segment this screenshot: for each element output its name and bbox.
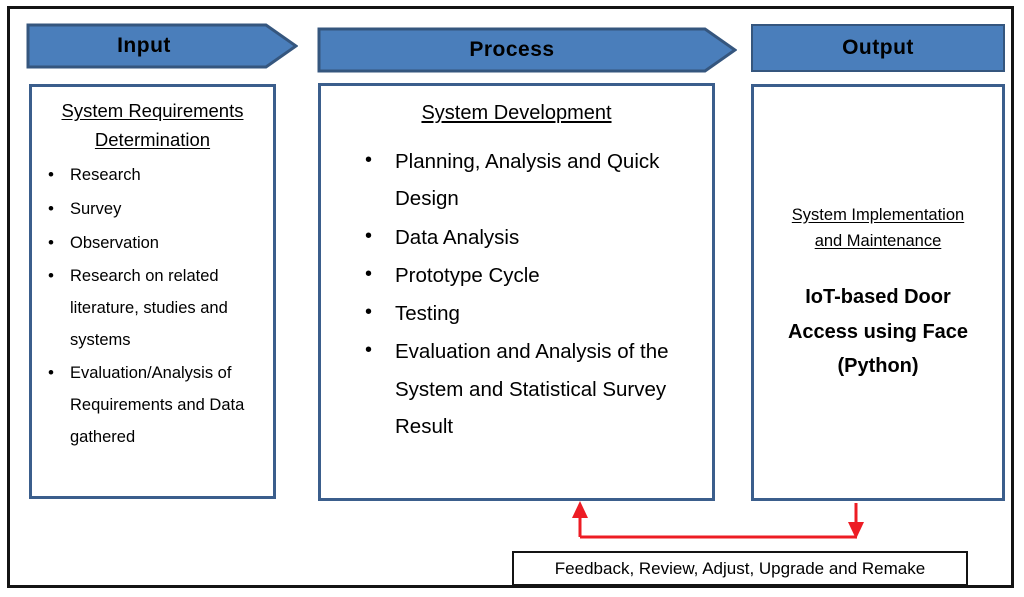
output-title-line1: IoT-based Door <box>805 286 951 309</box>
output-subheading: System Implementation and Maintenance <box>766 202 990 255</box>
process-content-box: System Development Planning, Analysis an… <box>318 83 715 501</box>
list-item: Research on related literature, studies … <box>40 260 265 356</box>
output-title-line3: (Python) <box>837 355 919 378</box>
input-heading-line2: Determination <box>94 128 211 150</box>
input-bullet-list: Research Survey Observation Research on … <box>40 159 265 453</box>
output-content-box: System Implementation and Maintenance Io… <box>751 84 1005 501</box>
list-item: Prototype Cycle <box>359 256 702 294</box>
outer-frame-border <box>7 6 1014 588</box>
output-subheading-line2: and Maintenance <box>814 231 942 250</box>
list-item: Evaluation/Analysis of Requirements and … <box>40 357 265 453</box>
list-item: Planning, Analysis and Quick Design <box>359 142 702 218</box>
process-heading: System Development <box>331 98 702 129</box>
banner-output-label: Output <box>842 36 914 59</box>
list-item: Observation <box>40 227 265 260</box>
list-item: Evaluation and Analysis of the System an… <box>359 332 702 445</box>
feedback-label-box: Feedback, Review, Adjust, Upgrade and Re… <box>512 551 968 586</box>
list-item: Data Analysis <box>359 218 702 256</box>
process-bullet-list: Planning, Analysis and Quick Design Data… <box>331 142 702 445</box>
input-arrow-shape <box>26 23 298 69</box>
process-heading-text: System Development <box>421 102 612 124</box>
banner-process-label: Process <box>469 38 555 61</box>
input-heading: System Requirements Determination <box>40 97 265 154</box>
list-item: Survey <box>40 193 265 226</box>
banner-output: Output <box>751 24 1005 72</box>
banner-input-label: Input <box>117 34 171 57</box>
banner-process: Process <box>317 26 737 74</box>
banner-input: Input <box>26 22 298 70</box>
input-content-box: System Requirements Determination Resear… <box>29 84 276 499</box>
output-project-title: IoT-based Door Access using Face (Python… <box>766 280 990 383</box>
output-title-line2: Access using Face <box>787 320 969 343</box>
output-subheading-line1: System Implementation <box>791 205 965 224</box>
feedback-label: Feedback, Review, Adjust, Upgrade and Re… <box>554 558 926 578</box>
input-heading-line1: System Requirements <box>61 100 244 121</box>
list-item: Research <box>40 159 265 192</box>
process-arrow-shape <box>317 27 737 73</box>
list-item: Testing <box>359 294 702 332</box>
